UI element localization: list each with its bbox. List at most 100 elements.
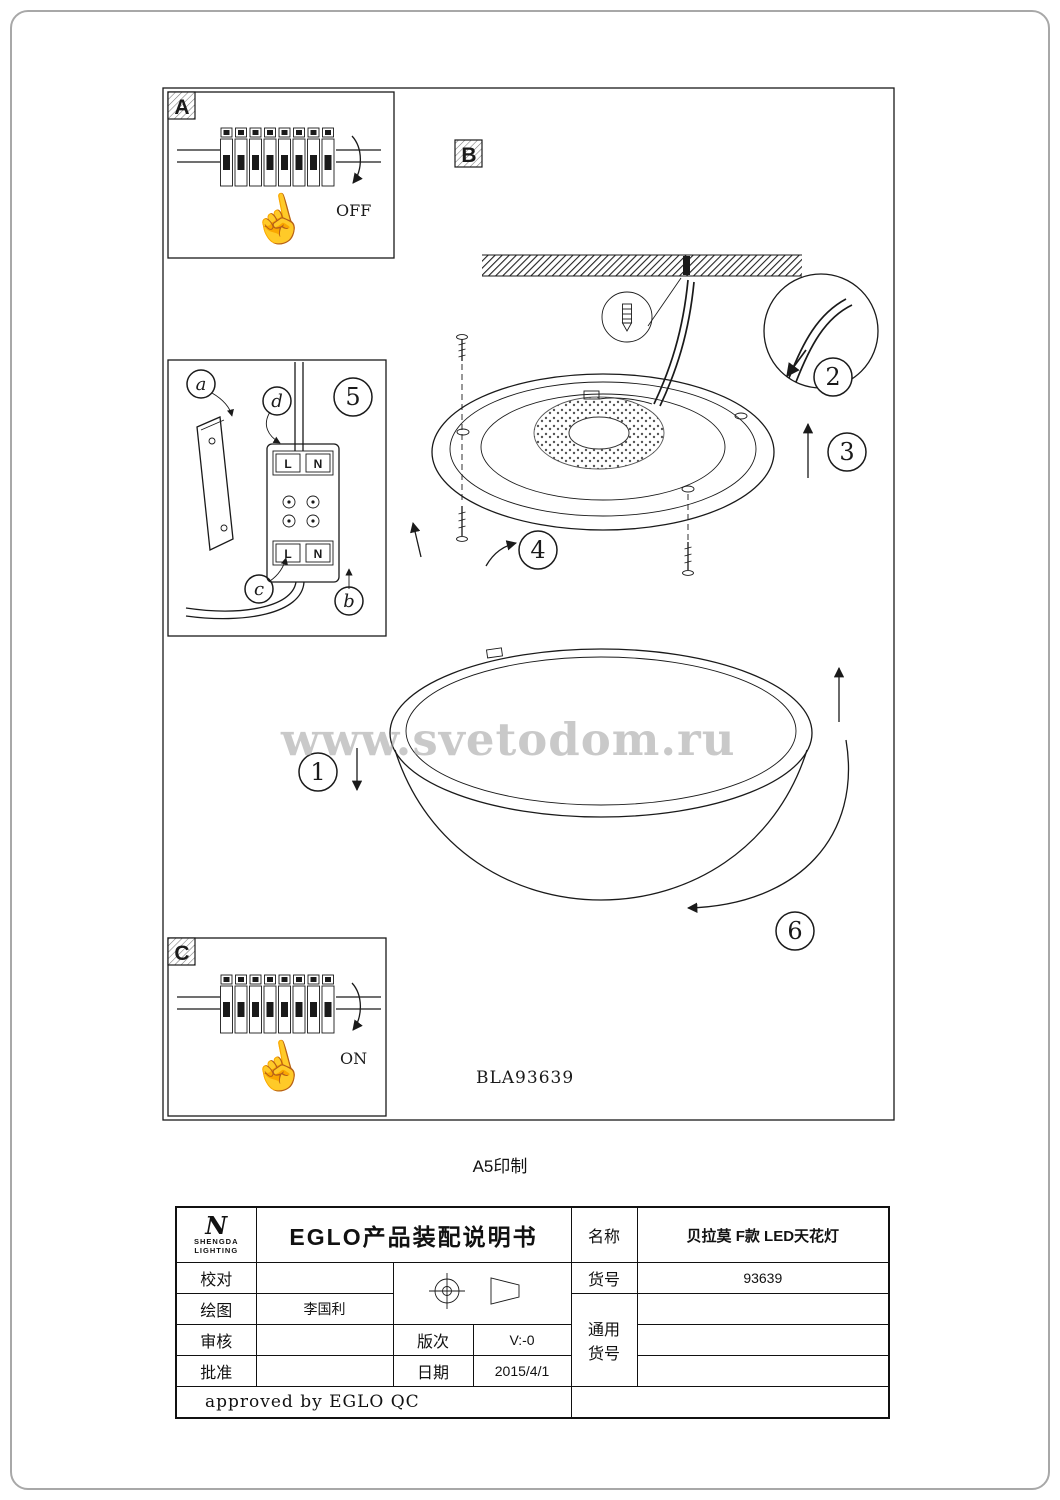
- label-common-line2: 货号: [588, 1346, 621, 1363]
- circuit-breaker-icon: [177, 128, 381, 253]
- section-b-mounting: B: [431, 139, 879, 576]
- value-check: [255, 1262, 394, 1294]
- callout-b-badge: b: [334, 586, 364, 616]
- terminal-bottom-N: N: [314, 547, 323, 561]
- label-common-item-no: 通用 货号: [570, 1293, 638, 1387]
- step-3-number: 3: [839, 438, 854, 466]
- step-4-number: 4: [530, 536, 545, 564]
- diffuser-dome: 1 6: [298, 647, 850, 951]
- value-common-2: [636, 1324, 890, 1356]
- callout-d-badge: d: [262, 386, 292, 416]
- panel-c-label: C: [174, 942, 189, 965]
- projection-symbol-icon: [429, 1273, 520, 1309]
- step-6-badge: 6: [775, 911, 815, 951]
- label-name: 名称: [570, 1206, 638, 1263]
- callout-c: c: [254, 579, 264, 600]
- step-2-badge: 2: [813, 357, 853, 397]
- terminal-top-N: N: [314, 457, 323, 471]
- terminal-block: L N L N: [185, 362, 340, 620]
- step-4-badge: 4: [518, 530, 558, 570]
- panel-c-switch-on: C ON: [167, 937, 387, 1117]
- label-date: 日期: [392, 1355, 474, 1387]
- watermark: www.svetodom.ru: [281, 713, 736, 766]
- wiring-detail-panel: a d 5 c b: [167, 359, 387, 637]
- lamp-wire-2: [185, 581, 305, 620]
- step-6-number: 6: [787, 917, 802, 945]
- approved-note: approved by EGLO QC: [175, 1386, 572, 1419]
- mains-cable: [653, 279, 689, 405]
- logo-initial: N: [205, 1211, 228, 1240]
- drawing-code: BLA93639: [476, 1068, 574, 1088]
- callout-c-arrow: [269, 557, 288, 582]
- panel-b-label: B: [461, 144, 476, 167]
- panel-b-label-square: [454, 139, 483, 168]
- turn-off-arrow: [351, 135, 363, 184]
- label-approve: 批准: [175, 1355, 257, 1387]
- terminal-bottom-L: L: [284, 547, 291, 561]
- plate-hole-right: [734, 412, 748, 420]
- cable-detail-circle: [763, 273, 879, 389]
- empty-footer-cell: [570, 1386, 890, 1419]
- value-date: 2015/4/1: [472, 1355, 572, 1387]
- callout-a-arrow: [211, 392, 234, 417]
- callout-c-badge: c: [244, 574, 274, 604]
- doc-title: EGLO产品装配说明书: [255, 1206, 572, 1263]
- panel-a-label: A: [174, 96, 189, 119]
- lamp-wire-1: [185, 581, 297, 612]
- callout-d: d: [271, 391, 283, 412]
- step-1-number: 1: [310, 758, 325, 786]
- panel-a-label-square: [167, 91, 196, 120]
- logo-cell: N SHENGDA LIGHTING: [175, 1206, 257, 1263]
- callout-b: b: [343, 591, 355, 612]
- raise-plate-arrow: [410, 521, 422, 558]
- screw-turn-arrow: [485, 540, 518, 567]
- screw-icon-bottom-right: [682, 542, 694, 576]
- pull-cable-arrow: [786, 349, 807, 378]
- off-label: OFF: [336, 201, 371, 220]
- step-1-badge: 1: [298, 752, 338, 792]
- label-check: 校对: [175, 1262, 257, 1294]
- value-item-no: 93639: [636, 1262, 890, 1294]
- plate-hole-bottom: [681, 485, 695, 493]
- wall-plug-icon: [622, 303, 632, 324]
- panel-a-switch-off: A OFF: [167, 91, 395, 259]
- led-module: [533, 390, 665, 470]
- value-product-name: 贝拉莫 F款 LED天花灯: [636, 1206, 890, 1263]
- label-item-no: 货号: [570, 1262, 638, 1294]
- value-review: [255, 1324, 394, 1356]
- turn-on-arrow: [351, 982, 363, 1031]
- callout-a-badge: a: [186, 369, 216, 399]
- dome-clip: [486, 647, 503, 659]
- rotate-dome-arrow: [686, 739, 850, 913]
- callout-a: a: [196, 374, 207, 395]
- circuit-breaker-icon: [177, 975, 381, 1100]
- step-5-badge: 5: [333, 377, 373, 417]
- screw-icon-top: [456, 334, 468, 361]
- mounting-plate: [431, 279, 775, 531]
- wall-plug-detail: [601, 277, 682, 343]
- label-version: 版次: [392, 1324, 474, 1356]
- plate-hole-left: [456, 428, 470, 436]
- on-label: ON: [340, 1049, 367, 1068]
- logo-line1: SHENGDA: [193, 1237, 239, 1246]
- label-review: 审核: [175, 1324, 257, 1356]
- label-common-line1: 通用: [588, 1322, 621, 1339]
- value-common-1: [636, 1293, 890, 1325]
- step-3-badge: 3: [827, 432, 867, 472]
- value-draw: 李国利: [255, 1293, 394, 1325]
- value-version: V:-0: [472, 1324, 572, 1356]
- projection-symbol-cell: [392, 1262, 572, 1325]
- logo-line2: LIGHTING: [194, 1246, 239, 1255]
- step-2-number: 2: [825, 363, 840, 391]
- panel-c-label-square: [167, 937, 196, 966]
- print-note: A5印制: [472, 1157, 528, 1176]
- label-draw: 绘图: [175, 1293, 257, 1325]
- diagram-frame: [162, 87, 895, 1121]
- mounting-bracket-icon: [196, 416, 234, 551]
- title-block: N SHENGDA LIGHTING EGLO产品装配说明书 名称 贝拉莫 F款…: [175, 1206, 891, 1419]
- screw-icon-bottom-left: [456, 506, 468, 542]
- step-5-number: 5: [345, 383, 360, 411]
- value-common-3: [636, 1355, 890, 1387]
